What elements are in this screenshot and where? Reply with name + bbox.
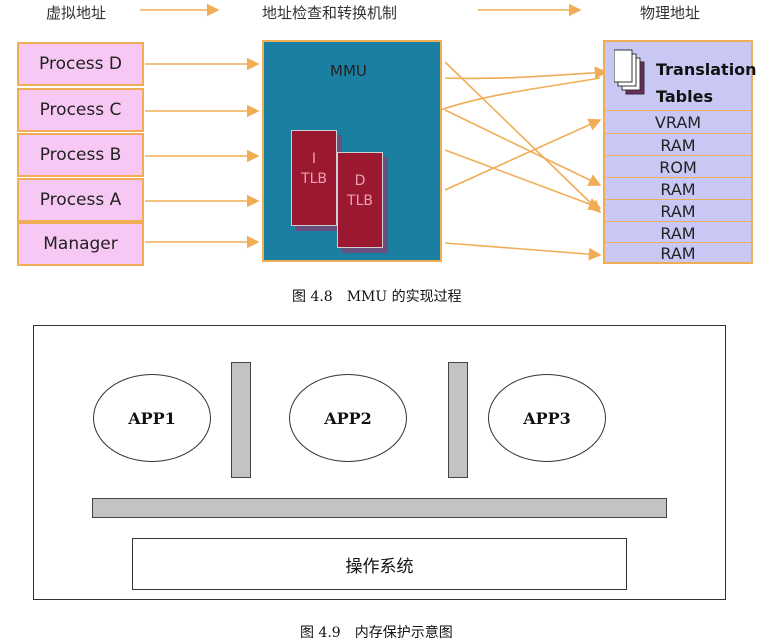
i-tlb-line1: I [311, 151, 317, 167]
translation-tables-icon [614, 49, 645, 95]
os-label: 操作系统 [345, 556, 414, 577]
memory-rom: ROM [605, 155, 751, 178]
protection-wall-1 [231, 362, 251, 478]
process-d-box: Process D [17, 42, 144, 86]
mmu-label: MMU [330, 62, 367, 80]
app1-ellipse: APP1 [93, 374, 211, 462]
d-tlb-line1: D [354, 173, 366, 189]
fig48-arrows [140, 3, 608, 261]
arrow-mmu-ram-b [444, 109, 602, 186]
d-tlb-line2: TLB [347, 193, 373, 209]
memory-ram-5: RAM [605, 242, 751, 263]
arrow-mmu-ram-a [444, 61, 602, 214]
memory-ram-2: RAM [605, 177, 751, 200]
process-c-box: Process C [17, 88, 144, 132]
app2-ellipse: APP2 [289, 374, 407, 462]
app3-label: APP3 [523, 408, 571, 428]
protection-wall-2 [448, 362, 468, 478]
d-tlb: D TLB [337, 152, 383, 248]
arrow-mmu-vram [444, 118, 602, 191]
arrow-mmu-ram-d [444, 242, 602, 261]
operating-system-box: 操作系统 [132, 538, 627, 590]
app3-ellipse: APP3 [488, 374, 606, 462]
memory-ram-3: RAM [605, 199, 751, 222]
figure-4-8-caption: 图 4.8 MMU 的实现过程 [292, 289, 462, 305]
arrow-mmu-to-tables [444, 66, 608, 80]
tables-label: Tables [656, 87, 713, 106]
process-a-box: Process A [17, 178, 144, 222]
arrow-mmu-ram-c [444, 149, 602, 211]
translation-label: Translation [656, 60, 757, 79]
memory-vram: VRAM [605, 110, 751, 133]
memory-ram-1: RAM [605, 133, 751, 156]
i-tlb-line2: TLB [301, 171, 327, 187]
app1-label: APP1 [128, 408, 176, 428]
figure-4-9-caption: 图 4.9 内存保护示意图 [300, 625, 453, 641]
memory-ram-4: RAM [605, 221, 751, 244]
app2-label: APP2 [324, 408, 372, 428]
i-tlb: I TLB [291, 130, 337, 226]
protection-bar [92, 498, 667, 518]
virtual-address-header: 虚拟地址 [46, 4, 107, 22]
manager-box: Manager [17, 222, 144, 266]
process-b-box: Process B [17, 133, 144, 177]
address-check-header: 地址检查和转换机制 [262, 4, 398, 22]
physical-address-header: 物理地址 [640, 4, 701, 22]
